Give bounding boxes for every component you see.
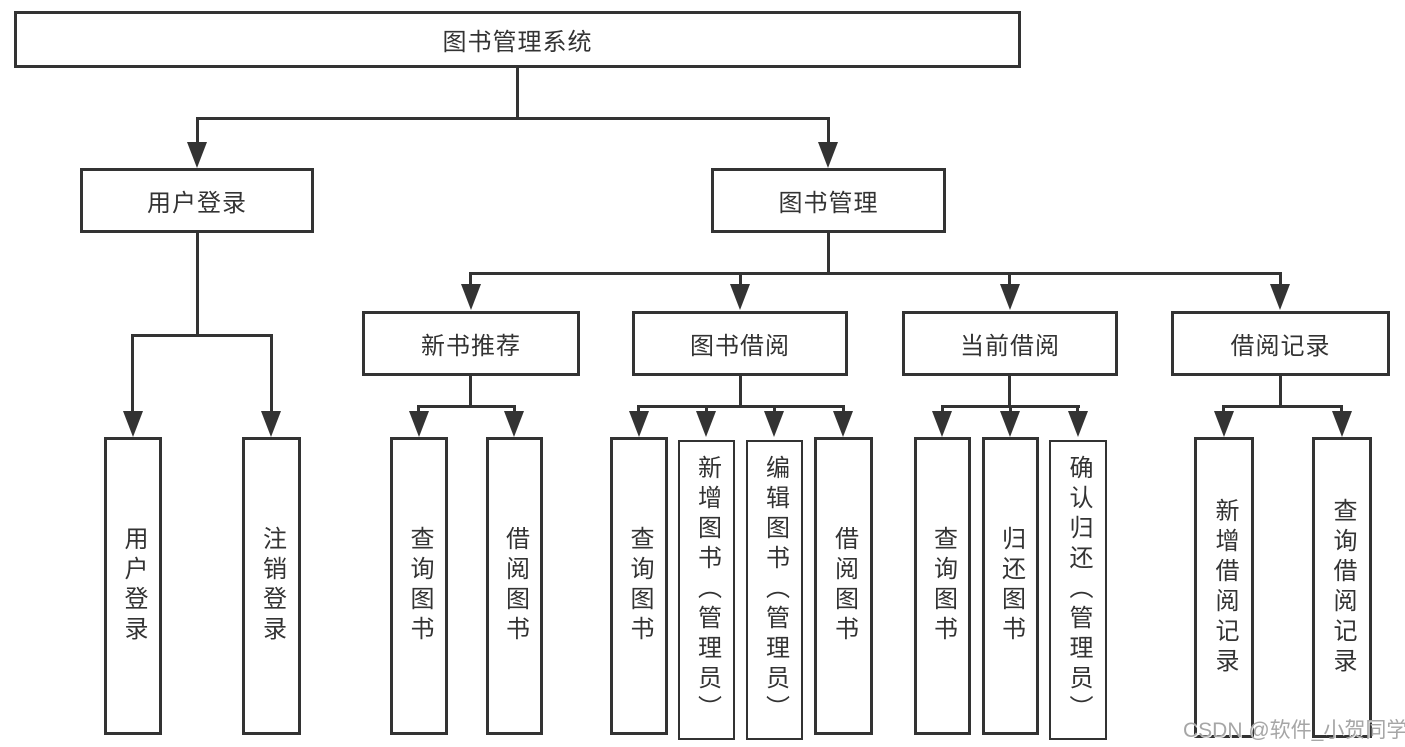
- connector-line: [1279, 375, 1282, 407]
- node-label: 当前借阅: [960, 333, 1060, 360]
- connector-line: [469, 272, 472, 288]
- node-book-borrow: 图书借阅: [632, 311, 848, 376]
- leaf-query-borrow-record: 查询借阅记录: [1312, 437, 1372, 738]
- node-library-management-system: 图书管理系统: [14, 11, 1021, 68]
- node-label: 归还图书: [997, 526, 1025, 646]
- connector-line: [827, 233, 830, 274]
- connector-line: [1222, 405, 1343, 408]
- connector-line: [1008, 375, 1011, 407]
- arrowhead-icon: [504, 411, 524, 437]
- connector-line: [270, 334, 273, 416]
- arrowhead-icon: [1332, 411, 1352, 437]
- arrowhead-icon: [629, 411, 649, 437]
- node-label: 查询图书: [406, 526, 433, 646]
- node-label: 图书管理系统: [442, 29, 593, 56]
- connector-line: [196, 233, 199, 336]
- node-borrow-record: 借阅记录: [1171, 311, 1390, 376]
- connector-line: [513, 405, 516, 415]
- connector-line: [842, 405, 845, 415]
- node-label: 查询借阅记录: [1329, 497, 1356, 678]
- arrowhead-icon: [1000, 284, 1020, 310]
- node-label: 借阅图书: [501, 526, 529, 646]
- arrowhead-icon: [833, 411, 853, 437]
- arrowhead-icon: [1068, 411, 1088, 437]
- arrowhead-icon: [696, 411, 716, 437]
- connector-line: [705, 405, 708, 415]
- connector-line: [469, 375, 472, 407]
- connector-line: [637, 405, 640, 415]
- connector-line: [739, 375, 742, 407]
- node-label: 用户登录: [147, 190, 247, 217]
- leaf-logout: 注销登录: [242, 437, 301, 735]
- connector-line: [941, 405, 944, 415]
- connector-line: [196, 117, 199, 147]
- node-label: 编辑图书（管理员）: [761, 455, 789, 725]
- connector-line: [1008, 272, 1011, 288]
- connector-line: [469, 272, 1282, 275]
- connector-line: [1076, 405, 1079, 415]
- connector-line: [827, 117, 830, 147]
- connector-line: [417, 405, 420, 415]
- node-label: 查询图书: [929, 526, 957, 646]
- connector-line: [131, 334, 134, 416]
- arrowhead-icon: [1000, 411, 1020, 437]
- connector-line: [1009, 405, 1012, 415]
- arrowhead-icon: [730, 284, 750, 310]
- connector-line: [773, 405, 776, 415]
- leaf-edit-book-admin: 编辑图书（管理员）: [746, 440, 803, 740]
- leaf-query-book-borrow: 查询图书: [610, 437, 668, 735]
- node-label: 新增图书（管理员）: [693, 455, 721, 725]
- node-label: 新增借阅记录: [1211, 497, 1238, 678]
- node-label: 借阅图书: [830, 526, 858, 646]
- node-label: 借阅记录: [1230, 333, 1331, 360]
- arrowhead-icon: [1270, 284, 1290, 310]
- node-label: 图书借阅: [690, 333, 790, 360]
- node-label: 查询图书: [626, 526, 653, 646]
- leaf-add-borrow-record: 新增借阅记录: [1194, 437, 1254, 738]
- leaf-confirm-return-admin: 确认归还（管理员）: [1049, 440, 1107, 740]
- node-user-login: 用户登录: [80, 168, 314, 233]
- csdn-watermark: CSDN @软件_小贺同学: [1183, 719, 1405, 742]
- connector-line: [131, 334, 273, 337]
- connector-line: [1222, 405, 1225, 415]
- node-new-book-recommend: 新书推荐: [362, 311, 580, 376]
- connector-line: [1340, 405, 1343, 415]
- connector-line: [739, 272, 742, 288]
- arrowhead-icon: [409, 411, 429, 437]
- arrowhead-icon: [932, 411, 952, 437]
- leaf-query-book-recommend: 查询图书: [390, 437, 448, 735]
- leaf-borrow-book: 借阅图书: [814, 437, 873, 735]
- node-label: 确认归还（管理员）: [1065, 455, 1092, 725]
- arrowhead-icon: [261, 411, 281, 437]
- node-label: 用户登录: [120, 526, 147, 646]
- node-label: 图书管理: [778, 190, 879, 217]
- connector-line: [196, 117, 830, 120]
- connector-line: [417, 405, 516, 408]
- node-book-management: 图书管理: [711, 168, 946, 233]
- node-label: 注销登录: [258, 526, 286, 646]
- connector-line: [637, 405, 845, 408]
- leaf-query-book-current: 查询图书: [914, 437, 971, 735]
- connector-line: [1279, 272, 1282, 288]
- arrowhead-icon: [461, 284, 481, 310]
- leaf-borrow-book-recommend: 借阅图书: [486, 437, 543, 735]
- node-current-borrow: 当前借阅: [902, 311, 1118, 376]
- arrowhead-icon: [1214, 411, 1234, 437]
- node-label: 新书推荐: [421, 333, 521, 360]
- leaf-add-book-admin: 新增图书（管理员）: [678, 440, 735, 740]
- arrowhead-icon: [764, 411, 784, 437]
- arrowhead-icon: [818, 142, 838, 168]
- leaf-return-book: 归还图书: [982, 437, 1039, 735]
- arrowhead-icon: [123, 411, 143, 437]
- connector-line: [516, 66, 519, 119]
- leaf-user-login: 用户登录: [104, 437, 162, 735]
- arrowhead-icon: [187, 142, 207, 168]
